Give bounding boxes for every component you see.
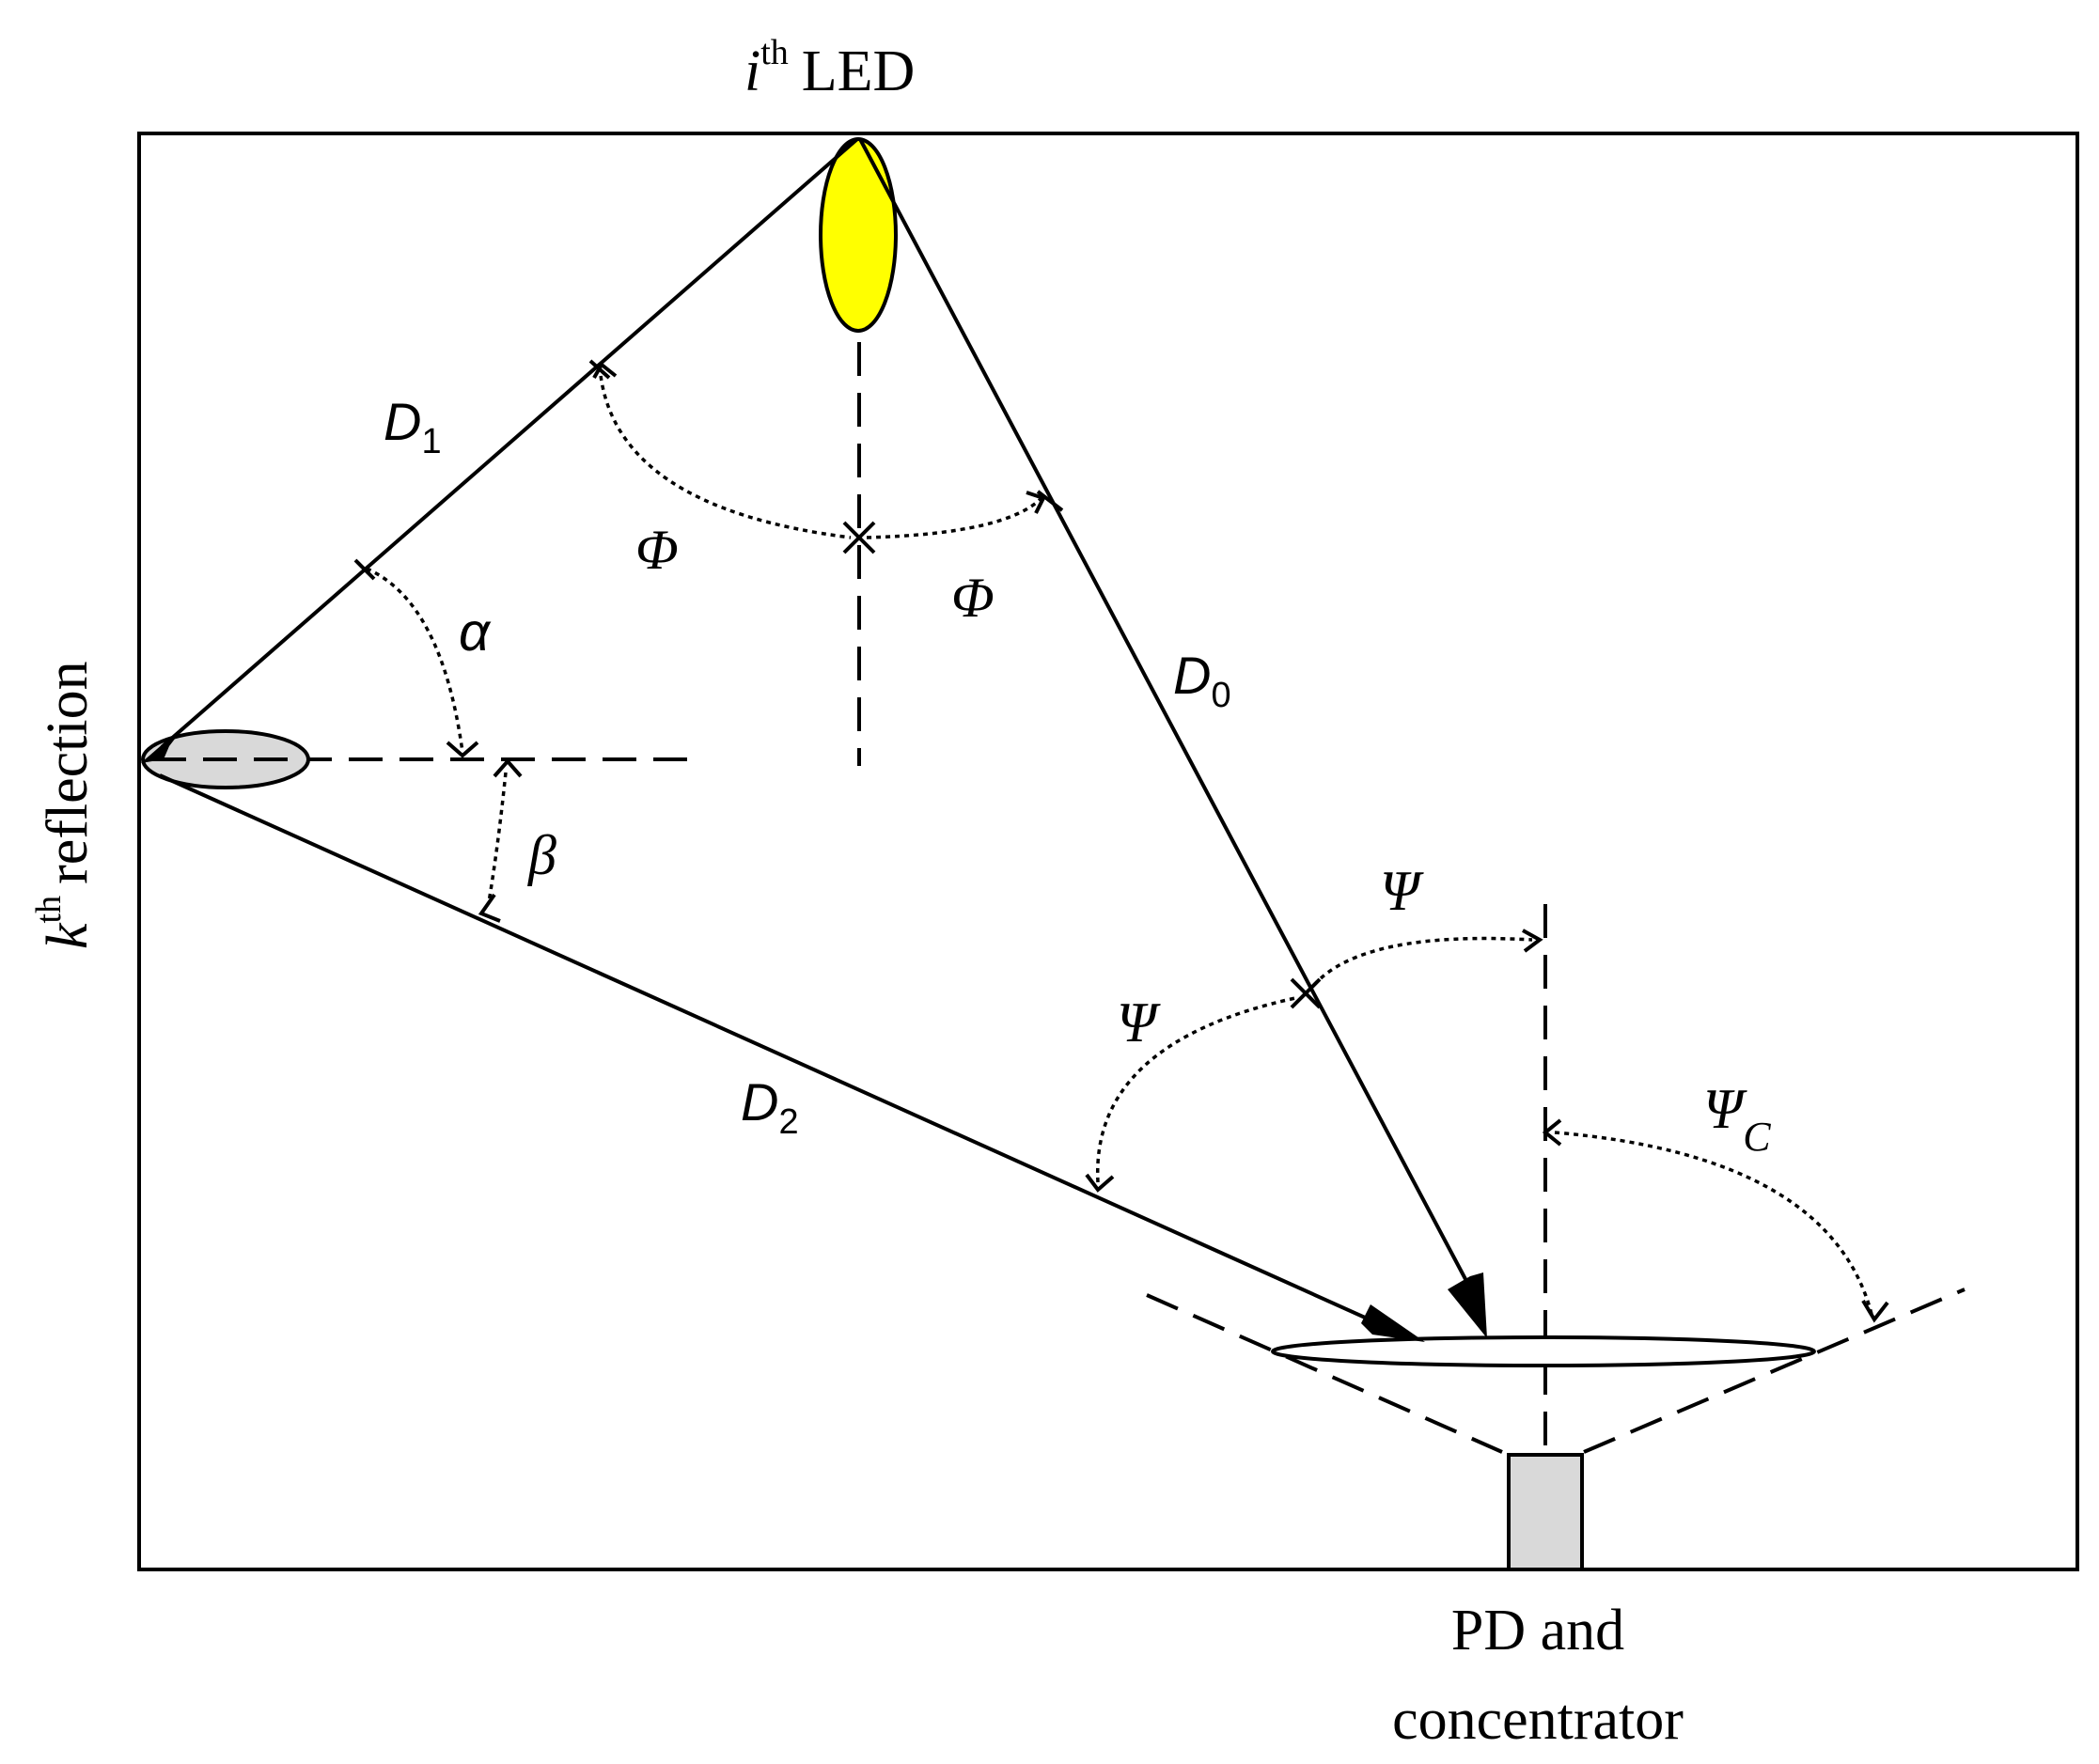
psi-label-right: Ψ [1380, 860, 1424, 922]
psi-c-label-main: Ψ [1703, 1078, 1747, 1140]
led-shape [819, 137, 898, 333]
ray-d0 [858, 138, 1476, 1296]
psi-c-arrow-top [1542, 1118, 1562, 1147]
axis-cross-b [842, 521, 876, 554]
room-boundary [137, 132, 2079, 1571]
phi-arc-right [866, 496, 1043, 539]
ray-d0-arrowhead [1448, 1272, 1487, 1338]
beta-label: β [527, 824, 556, 886]
ray-d1 [160, 137, 859, 749]
psi-c-label-sub: C [1743, 1114, 1771, 1160]
d2-label-main: D [741, 1072, 778, 1132]
d1-label: D1 [384, 392, 442, 461]
d2-label: D2 [741, 1072, 799, 1142]
d1-label-sub: 1 [421, 422, 441, 461]
psi-label-left: Ψ [1117, 991, 1161, 1054]
ray-d1-arrowhead-tip [143, 731, 179, 761]
reflection-label-text: reflection [36, 661, 100, 884]
psi-c-arrow-bottom [1861, 1299, 1889, 1323]
psi-arc-right [1312, 936, 1533, 987]
phi-tick-d0 [1036, 490, 1064, 512]
psi-arrow-right [1522, 929, 1543, 953]
photodiode [1507, 1453, 1584, 1571]
psi-arrow-left [1085, 1173, 1115, 1193]
d0-label-main: D [1173, 646, 1211, 705]
alpha-arrow [446, 741, 479, 758]
beta-arc [487, 772, 508, 903]
led-label-text: LED [802, 39, 916, 103]
beta-arrow-bottom [478, 893, 501, 923]
alpha-label: α [459, 601, 492, 663]
concentrator-lens [1271, 1335, 1816, 1367]
alpha-tick [353, 558, 376, 581]
phi-label-left: Φ [635, 519, 679, 581]
d2-label-sub: 2 [778, 1102, 798, 1142]
pd-label-line2: concentrator [1392, 1688, 1684, 1752]
alpha-arc [366, 567, 464, 753]
fov-right-line [1583, 1288, 1966, 1454]
reflection-label: kth reflection [29, 661, 100, 949]
pd-label-line1: PD and [1451, 1599, 1624, 1663]
psi-c-arc [1554, 1131, 1874, 1319]
phi-label-right: Φ [951, 567, 995, 629]
ray-d2 [159, 773, 1383, 1327]
phi-tick-right-arrow [1026, 491, 1046, 514]
led-label-sup: th [760, 33, 789, 72]
phi-arc-left [598, 366, 852, 539]
psi-cross-b [1290, 977, 1322, 1009]
psi-arc-left [1096, 996, 1296, 1183]
d1-label-main: D [384, 392, 421, 451]
led-label-index: i [744, 39, 760, 103]
d0-label-sub: 0 [1211, 676, 1230, 715]
ray-d1-arrowhead [141, 722, 188, 763]
led-label: ith LED [744, 33, 915, 103]
fov-left-line [1146, 1293, 1503, 1454]
ray-d2-arrowhead [1361, 1304, 1425, 1342]
psi-c-label: ΨC [1703, 1078, 1771, 1160]
reflection-label-sup: th [29, 896, 69, 924]
beta-arrow-top [493, 757, 523, 778]
reflection-label-index: k [36, 922, 100, 949]
phi-tick-left-arrow [592, 361, 618, 379]
d0-label: D0 [1173, 646, 1231, 715]
